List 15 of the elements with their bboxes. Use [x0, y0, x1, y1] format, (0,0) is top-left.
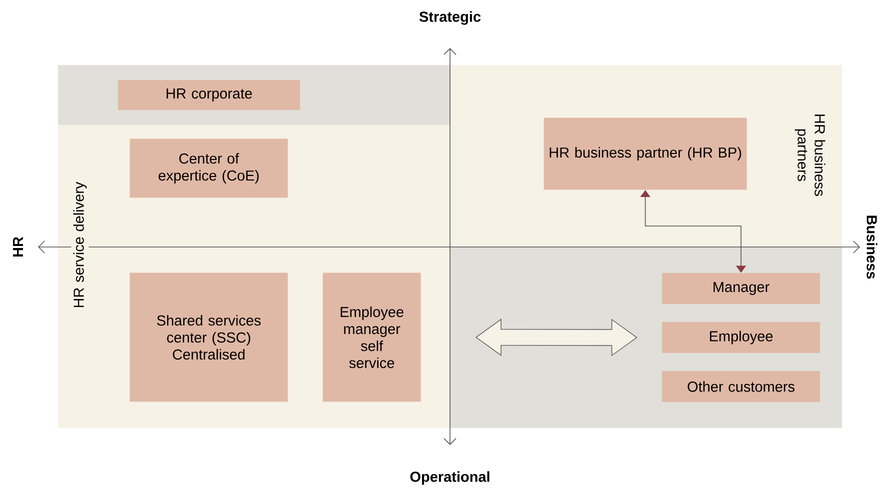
process-box: HR corporate: [118, 80, 300, 110]
node-label: HR business partners: [794, 114, 826, 196]
band-label: HR service delivery: [71, 143, 89, 347]
axis-label: Business: [866, 216, 878, 279]
axis-label: HR: [13, 236, 23, 256]
process-box: Employee: [662, 322, 820, 353]
axis-label: Strategic: [419, 11, 481, 25]
process-box: Shared services center (SSC) Centralised: [130, 272, 288, 402]
process-box: Center of expertice (CoE): [130, 138, 288, 198]
axis-label: Operational: [410, 471, 490, 485]
process-box: HR business partner (HR BP): [544, 118, 747, 190]
band-label: HR business partners: [792, 98, 828, 212]
process-box: Employee manager self service: [322, 272, 421, 402]
process-box: Manager: [662, 273, 820, 304]
process-box: Other customers: [662, 371, 820, 402]
